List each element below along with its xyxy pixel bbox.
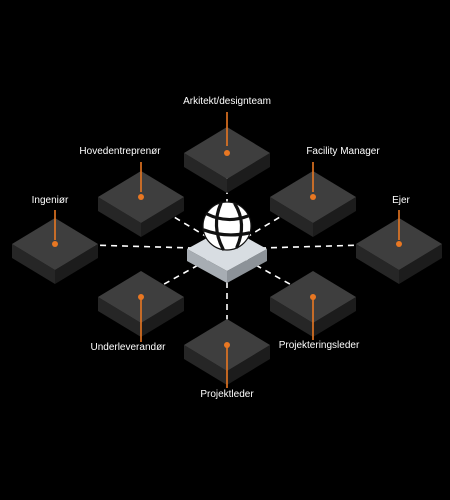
tile-underleverandor-left-face xyxy=(98,297,141,337)
tile-ejer-right-face xyxy=(399,244,442,284)
tile-hovedentreprenor-left-face xyxy=(98,197,141,237)
label-projektleder: Projektleder xyxy=(200,389,254,400)
tile-facility-manager-left-face xyxy=(270,197,313,237)
marker-dot-underleverandor xyxy=(138,294,144,300)
node-arkitekt: Arkitekt/designteam xyxy=(183,96,271,156)
tile-ejer xyxy=(356,218,442,284)
node-projekteringsleder: Projekteringsleder xyxy=(279,294,360,351)
tile-projektleder-right-face xyxy=(227,345,270,385)
label-ingenior: Ingeniør xyxy=(32,195,69,206)
marker-dot-facility-manager xyxy=(310,194,316,200)
tile-ingenior-left-face xyxy=(12,244,55,284)
tile-arkitekt-right-face xyxy=(227,153,270,193)
hub-platform-left-face xyxy=(187,249,227,283)
tile-arkitekt-left-face xyxy=(184,153,227,193)
globe-logo-icon xyxy=(202,201,252,251)
label-hovedentreprenor: Hovedentreprenør xyxy=(79,146,161,157)
marker-dot-ejer xyxy=(396,241,402,247)
globe-arc-3 xyxy=(214,201,225,251)
tile-ingenior-right-face xyxy=(55,244,98,284)
tile-ejer-left-face xyxy=(356,244,399,284)
marker-dot-projekteringsleder xyxy=(310,294,316,300)
marker-dot-projektleder xyxy=(224,342,230,348)
node-facility-manager: Facility Manager xyxy=(306,146,380,200)
hub-tile xyxy=(187,201,267,283)
label-arkitekt: Arkitekt/designteam xyxy=(183,96,271,107)
tile-projekteringsleder-left-face xyxy=(270,297,313,337)
tile-hovedentreprenor-right-face xyxy=(141,197,184,237)
hub-platform-right-face xyxy=(227,249,267,283)
label-facility-manager: Facility Manager xyxy=(306,146,380,157)
globe-arc-2 xyxy=(202,228,251,237)
label-underleverandor: Underleverandør xyxy=(90,342,166,353)
globe-arc-4 xyxy=(233,202,244,249)
node-underleverandor: Underleverandør xyxy=(90,294,166,353)
node-hovedentreprenor: Hovedentreprenør xyxy=(79,146,161,200)
label-projekteringsleder: Projekteringsleder xyxy=(279,340,360,351)
globe-arc-1 xyxy=(205,212,250,222)
node-projektleder: Projektleder xyxy=(200,342,254,400)
tile-facility-manager-right-face xyxy=(313,197,356,237)
globe-outline xyxy=(202,201,252,251)
node-ejer: Ejer xyxy=(392,195,411,247)
node-ingenior: Ingeniør xyxy=(32,195,69,247)
marker-dot-hovedentreprenor xyxy=(138,194,144,200)
tile-projektleder-left-face xyxy=(184,345,227,385)
tile-underleverandor-right-face xyxy=(141,297,184,337)
tile-projekteringsleder-right-face xyxy=(313,297,356,337)
marker-dot-arkitekt xyxy=(224,150,230,156)
marker-dot-ingenior xyxy=(52,241,58,247)
label-ejer: Ejer xyxy=(392,195,410,206)
